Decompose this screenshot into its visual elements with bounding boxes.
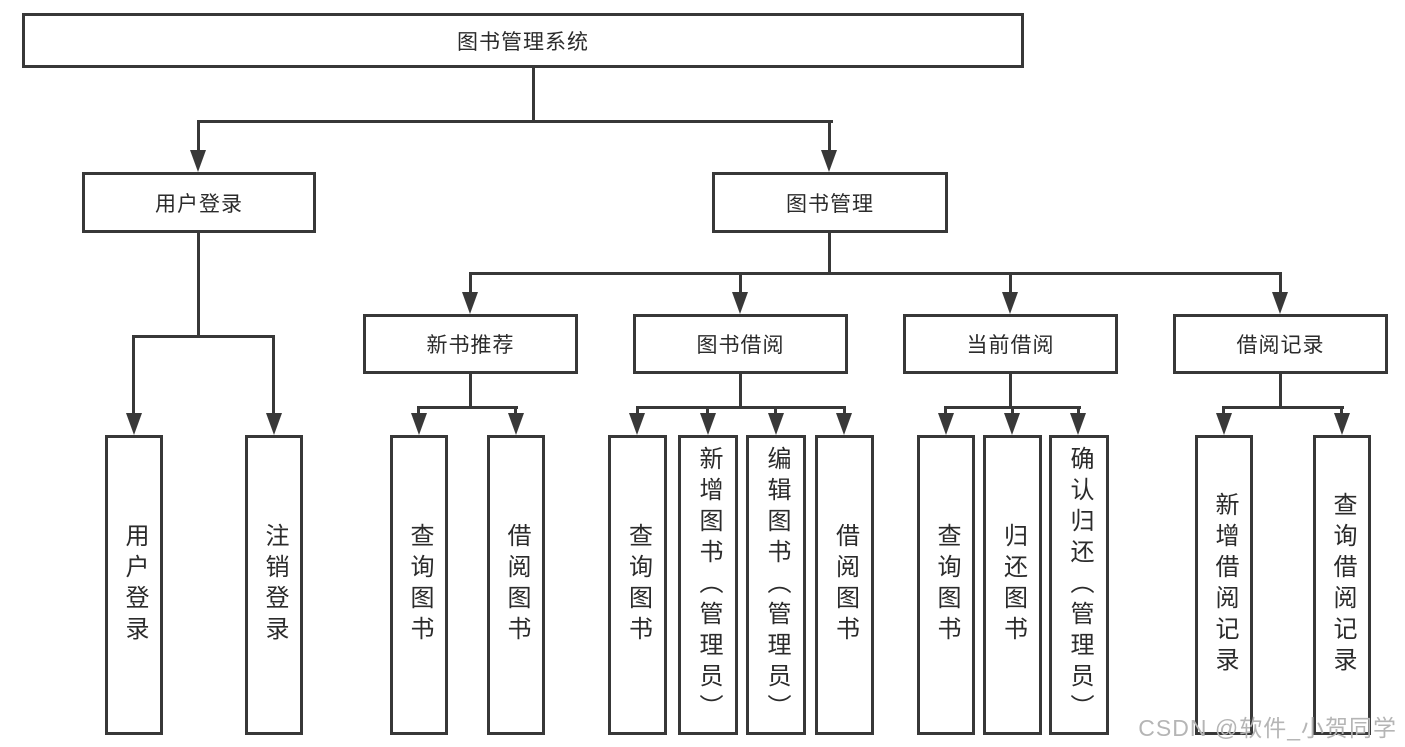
- leaf-return-books-label: 归还图书: [999, 523, 1027, 647]
- node-user-login-label: 用户登录: [155, 192, 243, 216]
- connector-book-mgmt-drop-1: [469, 272, 472, 298]
- leaf-user-login: 用户登录: [105, 435, 163, 735]
- node-book-management-label: 图书管理: [786, 192, 874, 216]
- leaf-add-book-admin-label: 新增图书（管理员）: [695, 445, 722, 725]
- connector-book-mgmt-rail: [469, 272, 1282, 275]
- arrow-to-user-login: [190, 150, 206, 172]
- node-book-borrow-label: 图书借阅: [696, 334, 785, 357]
- node-current-borrow-label: 当前借阅: [966, 334, 1055, 357]
- arrow-to-current-borrow: [1002, 292, 1018, 314]
- leaf-add-borrow-record: 新增借阅记录: [1195, 435, 1253, 735]
- leaf-query-borrow-record-label: 查询借阅记录: [1329, 492, 1356, 678]
- arrow-to-book-borrow: [732, 292, 748, 314]
- arrow-to-new-book-recommend: [462, 292, 478, 314]
- arrow-to-leaf-logout: [266, 413, 282, 435]
- leaf-return-books: 归还图书: [983, 435, 1042, 735]
- node-book-management: 图书管理: [712, 172, 948, 233]
- arrow-to-leaf-edit-book: [768, 413, 784, 435]
- node-user-login: 用户登录: [82, 172, 316, 233]
- arrow-to-leaf-user-login: [126, 413, 142, 435]
- connector-root-stem: [532, 68, 535, 123]
- arrow-to-leaf-add-borrow-record: [1216, 413, 1232, 435]
- connector-book-mgmt-stem: [828, 233, 831, 275]
- connector-book-mgmt-drop-3: [1009, 272, 1012, 298]
- arrow-to-leaf-query-books-borrow: [629, 413, 645, 435]
- node-new-book-recommend: 新书推荐: [363, 314, 578, 374]
- leaf-query-books-current: 查询图书: [917, 435, 975, 735]
- connector-user-login-drop-1: [132, 335, 135, 417]
- node-borrow-records-label: 借阅记录: [1236, 334, 1325, 357]
- connector-current-stem: [1009, 374, 1012, 409]
- leaf-confirm-return-admin: 确认归还（管理员）: [1049, 435, 1109, 735]
- connector-recommend-rail: [417, 406, 518, 409]
- leaf-edit-book-admin-label: 编辑图书（管理员）: [763, 445, 790, 725]
- leaf-borrow-books-borrow: 借阅图书: [815, 435, 874, 735]
- arrow-to-leaf-borrow-books-recommend: [508, 413, 524, 435]
- leaf-logout: 注销登录: [245, 435, 303, 735]
- leaf-query-books-recommend-label: 查询图书: [406, 523, 433, 647]
- leaf-query-books-current-label: 查询图书: [933, 523, 960, 647]
- connector-root-rail: [197, 120, 833, 123]
- connector-user-login-stem: [197, 233, 200, 338]
- node-root-label: 图书管理系统: [457, 30, 589, 54]
- node-borrow-records: 借阅记录: [1173, 314, 1388, 374]
- arrow-to-leaf-confirm-return: [1070, 413, 1086, 435]
- leaf-edit-book-admin: 编辑图书（管理员）: [746, 435, 806, 735]
- arrow-to-leaf-query-books-recommend: [411, 413, 427, 435]
- leaf-query-books-recommend: 查询图书: [390, 435, 448, 735]
- leaf-logout-label: 注销登录: [261, 523, 288, 647]
- arrow-to-leaf-query-books-current: [938, 413, 954, 435]
- leaf-query-borrow-record: 查询借阅记录: [1313, 435, 1371, 735]
- leaf-query-books-borrow-label: 查询图书: [624, 523, 652, 647]
- leaf-add-book-admin: 新增图书（管理员）: [678, 435, 738, 735]
- arrow-to-borrow-records: [1272, 292, 1288, 314]
- arrow-to-book-management: [821, 150, 837, 172]
- leaf-confirm-return-admin-label: 确认归还（管理员）: [1066, 445, 1093, 725]
- connector-book-mgmt-drop-4: [1279, 272, 1282, 298]
- leaf-borrow-books-borrow-label: 借阅图书: [831, 523, 859, 647]
- connector-root-drop-right: [828, 120, 831, 155]
- arrow-to-leaf-return-books: [1004, 413, 1020, 435]
- connector-records-stem: [1279, 374, 1282, 409]
- leaf-borrow-books-recommend: 借阅图书: [487, 435, 545, 735]
- connector-user-login-drop-2: [272, 335, 275, 417]
- node-new-book-recommend-label: 新书推荐: [426, 334, 515, 357]
- node-book-borrow: 图书借阅: [633, 314, 848, 374]
- connector-book-mgmt-drop-2: [739, 272, 742, 298]
- connector-root-drop-left: [197, 120, 200, 155]
- node-current-borrow: 当前借阅: [903, 314, 1118, 374]
- leaf-add-borrow-record-label: 新增借阅记录: [1211, 492, 1238, 678]
- connector-recommend-stem: [469, 374, 472, 409]
- arrow-to-leaf-query-borrow-record: [1334, 413, 1350, 435]
- connector-user-login-rail: [132, 335, 275, 338]
- leaf-borrow-books-recommend-label: 借阅图书: [503, 523, 530, 647]
- node-root: 图书管理系统: [22, 13, 1024, 68]
- connector-records-rail: [1222, 406, 1344, 409]
- connector-borrow-rail: [636, 406, 846, 409]
- leaf-user-login-label: 用户登录: [121, 523, 148, 647]
- leaf-query-books-borrow: 查询图书: [608, 435, 667, 735]
- arrow-to-leaf-add-book: [700, 413, 716, 435]
- connector-borrow-stem: [739, 374, 742, 409]
- arrow-to-leaf-borrow-books-borrow: [836, 413, 852, 435]
